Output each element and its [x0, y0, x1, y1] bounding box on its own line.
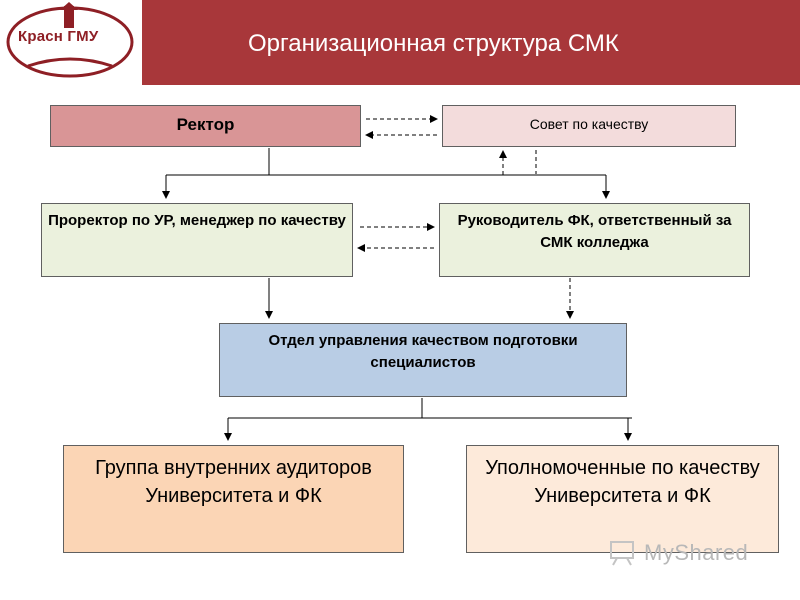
node-prorector: Проректор по УР, менеджер по качеству	[41, 203, 353, 277]
node-quality-authorized: Уполномоченные по качеству Университета …	[466, 445, 779, 553]
node-quality-council: Совет по качеству	[442, 105, 736, 147]
logo-emblem-icon	[6, 2, 134, 78]
watermark-icon	[610, 541, 634, 566]
watermark-text: MyShared	[644, 540, 749, 565]
node-internal-auditors: Группа внутренних аудиторов Университета…	[63, 445, 404, 553]
header-bar: Красн ГМУ Организационная структура СМК	[0, 0, 800, 85]
node-quality-department: Отдел управления качеством подготовки сп…	[219, 323, 627, 397]
slide-title: Организационная структура СМК	[248, 30, 619, 57]
node-rector: Ректор	[50, 105, 361, 147]
university-logo: Красн ГМУ	[0, 0, 142, 85]
logo-text: Красн ГМУ	[18, 28, 99, 45]
node-fk-head: Руководитель ФК, ответственный за СМК ко…	[439, 203, 750, 277]
